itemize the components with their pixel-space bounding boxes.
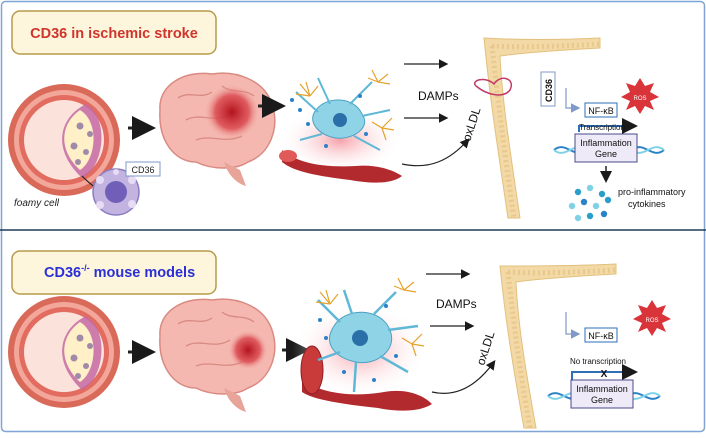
ros-label-bottom: ROS — [645, 318, 658, 324]
arrow-cd36-to-nfkb — [565, 88, 581, 113]
neurovascular-unit-bottom — [292, 277, 432, 411]
arrow-niche-curved-bottom — [431, 360, 496, 394]
gene-box-top — [574, 133, 638, 163]
nfkb-box-bottom — [584, 327, 618, 343]
cytokines-label-1: pro-inflammatory — [618, 187, 686, 197]
gene-label-bottom-2: Gene — [591, 395, 613, 405]
bottom-title-main: CD36 — [44, 265, 81, 281]
top-title-box — [11, 10, 217, 55]
brain — [159, 72, 276, 186]
nfkb-label-top: NF-κB — [588, 106, 614, 116]
gene-label-top-1: Inflammation — [580, 138, 632, 148]
top-title: CD36 in ischemic stroke — [30, 26, 198, 42]
damps-label: DAMPs — [418, 89, 459, 103]
nfkb-label-bottom: NF-κB — [588, 331, 614, 341]
cd36-receptor-box — [540, 71, 556, 107]
artery-cross-section-bottom — [8, 296, 120, 408]
no-transcription-label: No transcription — [570, 357, 626, 366]
cd36-receptor-label: CD36 — [544, 79, 554, 102]
bottom-title-box — [11, 250, 217, 295]
panel-top: CD36 in ischemic stroke CD — [8, 10, 686, 222]
artery-cross-section — [8, 84, 120, 196]
membrane-top — [483, 37, 601, 219]
transcription-arrow — [578, 118, 638, 134]
brain-bottom — [159, 298, 276, 412]
arrow-to-nfkb-bottom — [565, 312, 581, 339]
cytokines-label-2: cytokines — [628, 199, 666, 209]
transcription-label: Transcription — [579, 123, 625, 132]
block-mark: X — [601, 369, 608, 380]
foamy-cell-label: foamy cell — [14, 198, 60, 209]
bottom-title-rest: mouse models — [90, 265, 196, 281]
neurovascular-unit — [278, 69, 402, 183]
ros-burst-top — [621, 78, 659, 114]
infarct-core-bottom — [228, 330, 268, 370]
ros-burst-bottom — [633, 300, 671, 336]
cytokine-dots — [568, 184, 612, 222]
damps-label-bottom: DAMPs — [436, 297, 477, 311]
bottom-title: CD36-/- mouse models — [44, 263, 195, 281]
nfkb-box-top — [584, 102, 618, 118]
ros-label-top: ROS — [633, 96, 646, 102]
foamy-cell — [81, 168, 140, 216]
cd36-label: CD36 — [131, 165, 154, 175]
blocked-transcription-arrow — [571, 364, 638, 380]
bottom-title-sup: -/- — [81, 263, 90, 273]
cd36-label-box — [125, 161, 161, 177]
gene-label-bottom-1: Inflammation — [576, 384, 628, 394]
gene-label-top-2: Gene — [595, 149, 617, 159]
cd36-receptor-loop — [473, 77, 513, 96]
membrane-bottom — [499, 263, 617, 429]
gene-box-bottom — [570, 379, 634, 409]
infarct-core — [204, 84, 260, 140]
arrow-niche-curved — [401, 138, 470, 167]
panel-bottom: CD36-/- mouse models — [8, 250, 671, 429]
